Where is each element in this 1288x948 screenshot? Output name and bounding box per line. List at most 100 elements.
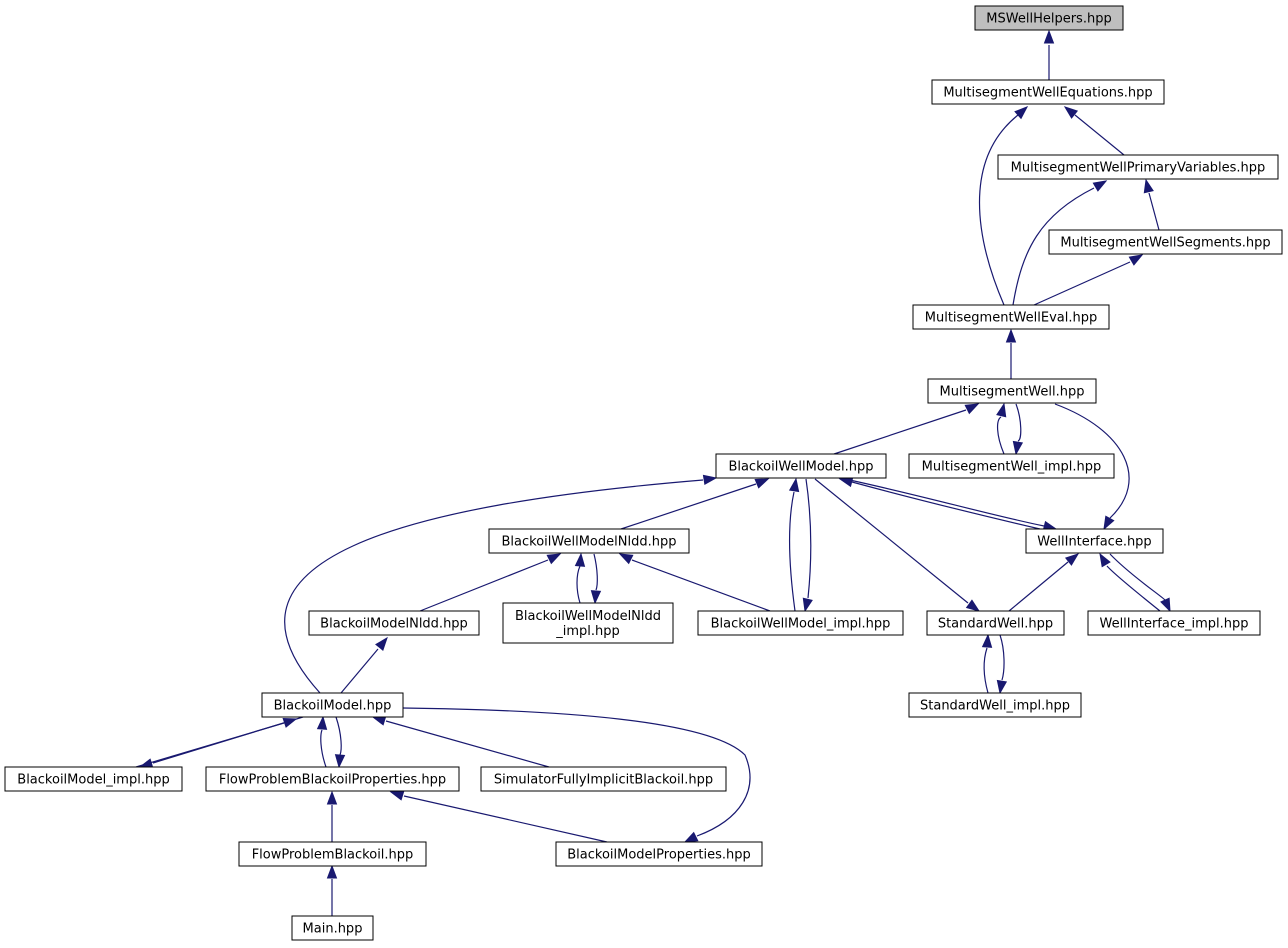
arrowhead-fpbp-to-bm [316,715,328,730]
node-sfib[interactable]: SimulatorFullyImplicitBlackoil.hpp [480,766,727,792]
arrowhead-bwmimpl-to-bwm [788,477,800,493]
node-fpb[interactable]: FlowProblemBlackoil.hpp [238,841,427,867]
node-label: MultisegmentWell.hpp [940,385,1085,400]
edge-wiimpl-to-wellinterface [1106,565,1161,612]
node-label: MultisegmentWell_impl.hpp [922,460,1102,475]
node-label: FlowProblemBlackoil.hpp [252,848,414,863]
node-box [997,154,1279,180]
node-label: Main.hpp [303,922,363,937]
edge-bm-to-bmimpl [152,716,304,764]
node-box [912,304,1110,330]
node-mswprimary[interactable]: MultisegmentWellPrimaryVariables.hpp [997,154,1279,180]
node-main[interactable]: Main.hpp [291,915,374,941]
edge-bwmimpl-to-bwmnldd [631,559,771,612]
node-label: _impl.hpp [555,624,620,639]
edge-bwmimpl-to-bwm [789,491,796,612]
edge-mswsegments-to-mswprimary [1148,192,1160,231]
node-box [1025,528,1164,554]
node-label: MSWellHelpers.hpp [986,12,1111,27]
edge-mswevalnode-to-mswsegments [1033,261,1131,306]
edge-msw-to-mswimpl [1015,403,1022,442]
arrowhead-mswevalnode-to-mswsegments [1128,254,1144,266]
node-box [261,692,404,718]
arrowhead-wiimpl-to-wellinterface [1099,552,1111,568]
arrowhead-bwmnlddimpl-to-bwmnldd [574,552,586,567]
node-bmimpl[interactable]: BlackoilModel_impl.hpp [4,766,183,792]
arrowhead-sfib-to-bm [371,715,387,726]
node-label: BlackoilWellModelNldd.hpp [502,535,677,550]
arrowhead-fpb-to-fpbp [326,790,338,805]
node-box [908,453,1115,479]
edge-fpbp-to-bm [320,729,327,768]
node-bmp[interactable]: BlackoilModelProperties.hpp [555,841,763,867]
node-label: WellInterface.hpp [1037,535,1151,550]
arrowhead-msw-to-mswevalnode [1005,328,1017,343]
node-box [715,453,887,479]
node-stdwellimpl[interactable]: StandardWell_impl.hpp [908,692,1082,718]
node-wiimpl[interactable]: WellInterface_impl.hpp [1087,610,1261,636]
arrowhead-bwmimpl-to-bwmnldd [618,553,634,565]
arrowhead-mswprimary-to-mswequations [1063,106,1079,119]
node-bwmnlddimpl[interactable]: BlackoilWellModelNldd_impl.hpp [502,602,674,644]
arrowhead-bwmnldd-to-bwmnlddimpl [590,590,602,605]
node-box [238,841,427,867]
node-box [488,528,690,554]
node-box [931,79,1165,105]
node-mswimpl[interactable]: MultisegmentWell_impl.hpp [908,453,1115,479]
arrowhead-bm-to-bwm [702,474,718,486]
edge-bwm-to-wellinterface [844,478,1045,527]
arrowhead-mswimpl-to-msw [996,402,1007,418]
arrowhead-bm-to-fpbp [334,754,346,769]
node-label: FlowProblemBlackoilProperties.hpp [219,773,446,788]
arrowhead-main-to-fpb [326,864,338,879]
node-stdwell[interactable]: StandardWell.hpp [926,610,1065,636]
edge-bwmnlddimpl-to-bwmnldd [576,565,581,604]
edge-mswevalnode-to-mswequations [979,114,1019,306]
edge-bm-to-bmnldd [340,648,379,694]
arrowhead-stdwellimpl-to-stdwell [981,633,993,648]
arrowhead-bmnldd-to-bwmnldd [546,553,562,565]
node-label: WellInterface_impl.hpp [1099,617,1248,632]
edge-sfib-to-bm [385,720,550,768]
node-bwmimpl[interactable]: BlackoilWellModel_impl.hpp [697,610,904,636]
node-box [974,5,1124,31]
node-wellinterface[interactable]: WellInterface.hpp [1025,528,1164,554]
node-fpbp[interactable]: FlowProblemBlackoilProperties.hpp [205,766,460,792]
node-msw[interactable]: MultisegmentWell.hpp [927,378,1097,404]
node-box [555,841,763,867]
edge-bwm-to-bwmimpl [805,478,812,599]
node-bmnldd[interactable]: BlackoilModelNldd.hpp [308,610,480,636]
node-mswevalnode[interactable]: MultisegmentWellEval.hpp [912,304,1110,330]
node-label: SimulatorFullyImplicitBlackoil.hpp [494,773,713,788]
node-label: BlackoilModelProperties.hpp [567,848,751,863]
node-bwmnldd[interactable]: BlackoilWellModelNldd.hpp [488,528,690,554]
node-label: MultisegmentWellEquations.hpp [943,86,1152,101]
edge-mswprimary-to-mswequations [1074,114,1125,156]
arrowhead-msw-to-mswimpl [1012,440,1024,456]
node-box [908,692,1082,718]
node-mswequations[interactable]: MultisegmentWellEquations.hpp [931,79,1165,105]
node-box [4,766,183,792]
node-mswellhelpers[interactable]: MSWellHelpers.hpp [974,5,1124,31]
arrowhead-mswsegments-to-mswprimary [1143,178,1154,194]
node-bwm[interactable]: BlackoilWellModel.hpp [715,453,887,479]
arrowhead-bm-to-bmimpl [138,758,154,769]
arrowhead-stdwell-to-stdwellimpl [996,679,1008,695]
node-mswsegments[interactable]: MultisegmentWellSegments.hpp [1048,229,1283,255]
node-box [291,915,374,941]
node-label: BlackoilWellModelNldd [515,609,661,624]
arrowhead-bwm-to-msw [964,403,980,415]
node-box [308,610,480,636]
node-label: BlackoilModel_impl.hpp [17,773,169,788]
node-label: MultisegmentWellEval.hpp [925,311,1097,326]
edge-bwm-to-msw [833,409,967,455]
edge-stdwell-to-wellinterface [1008,561,1069,612]
arrowhead-stdwell-to-wellinterface [1064,553,1080,566]
arrowhead-bwm-to-bwmimpl [802,597,813,613]
node-bm[interactable]: BlackoilModel.hpp [261,692,404,718]
edge-stdwell-to-stdwellimpl [999,634,1005,681]
node-label: StandardWell.hpp [938,617,1053,632]
node-label: BlackoilModelNldd.hpp [320,617,468,632]
edge-bmp-to-fpbp [403,795,608,843]
arrowhead-bwm-to-stdwell [965,599,981,612]
